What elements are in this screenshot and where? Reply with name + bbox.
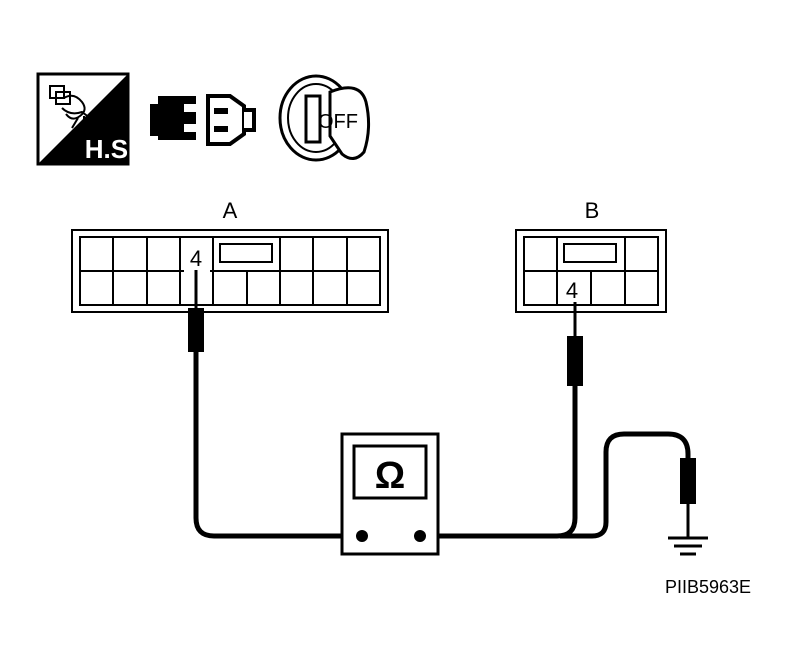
connector-b-terminal: 4 <box>566 278 578 303</box>
figure-code: PIIB5963E <box>665 577 751 597</box>
connector-a-terminal: 4 <box>190 246 202 271</box>
meter-terminal-a <box>356 530 368 542</box>
probe-a <box>188 270 362 539</box>
ignition-key-icon: OFF <box>278 74 371 162</box>
connector-a-grid <box>80 237 380 305</box>
connector-b: B 4 <box>515 198 667 313</box>
ground-wire <box>560 431 691 539</box>
probe-b <box>420 302 583 539</box>
lead-b-wire <box>420 386 578 539</box>
harness-tag-text: H.S. <box>85 134 136 164</box>
connector-a-label: A <box>223 198 238 223</box>
ground-icon <box>668 536 708 556</box>
connector-b-lock <box>563 243 617 263</box>
ignition-state-text: OFF <box>318 111 358 133</box>
connector-b-label: B <box>585 198 600 223</box>
connector-b-grid <box>524 237 658 305</box>
connector-a-lock <box>219 243 273 263</box>
ground-lead <box>560 431 708 556</box>
disconnected-connector-icon <box>150 94 256 146</box>
meter-terminal-b <box>414 530 426 542</box>
harness-icon: H.S. <box>36 72 136 166</box>
ohmmeter-icon: Ω <box>340 432 440 556</box>
lead-a-wire <box>193 352 362 539</box>
connector-a: A 4 <box>71 198 389 313</box>
ohm-symbol: Ω <box>375 455 405 497</box>
